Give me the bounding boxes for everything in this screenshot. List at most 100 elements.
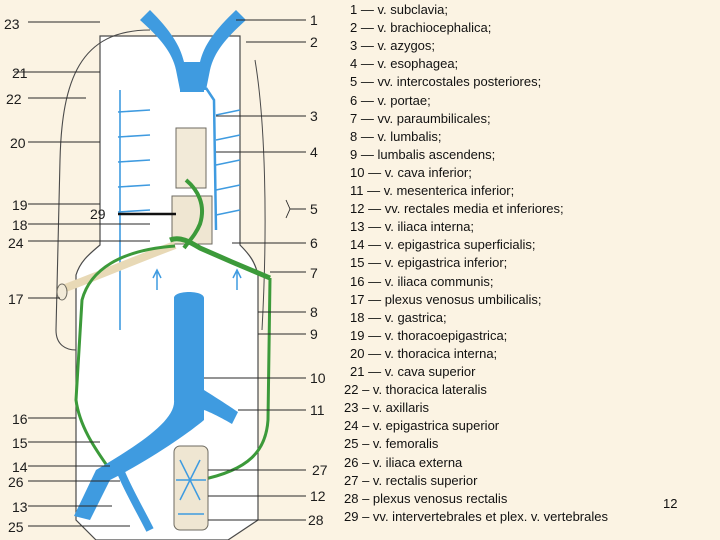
legend-item: 18 — v. gastrica; bbox=[350, 309, 447, 327]
legend-item: 26 – v. iliaca externa bbox=[344, 454, 462, 472]
legend-text: v. gastrica; bbox=[381, 309, 447, 325]
legend-number: 19 — bbox=[350, 327, 382, 343]
legend-text: v. epigastrica inferior; bbox=[381, 255, 508, 271]
label-21: 21 bbox=[12, 65, 28, 81]
legend-number: 5 — bbox=[350, 74, 374, 90]
legend-number: 26 – bbox=[344, 454, 370, 470]
flow-arrow-left bbox=[152, 268, 162, 290]
legend-text: v. azygos; bbox=[373, 38, 436, 54]
legend-text: lumbalis ascendens; bbox=[373, 146, 496, 162]
rectum bbox=[173, 445, 209, 531]
legend-item: 27 – v. rectalis superior bbox=[344, 472, 477, 490]
legend-number: 20 — bbox=[350, 345, 382, 361]
legend-item: 29 – vv. intervertebrales et plex. v. ve… bbox=[344, 508, 608, 526]
legend-text: v. thoracica lateralis bbox=[369, 382, 487, 398]
legend-text: v. epigastrica superior bbox=[369, 418, 500, 434]
legend-item: 3 — v. azygos; bbox=[350, 37, 435, 55]
label-22: 22 bbox=[6, 91, 22, 107]
legend-item: 14 — v. epigastrica superficialis; bbox=[350, 236, 535, 254]
label-14: 14 bbox=[12, 459, 28, 475]
legend: 1 — v. subclavia;2 — v. brachiocephalica… bbox=[340, 0, 720, 540]
legend-text: v. iliaca interna; bbox=[381, 219, 475, 235]
legend-text: vv. intercostales posteriores; bbox=[373, 74, 542, 90]
label-13: 13 bbox=[12, 499, 28, 515]
legend-text: v. thoracica interna; bbox=[381, 345, 498, 361]
label-24: 24 bbox=[8, 235, 24, 251]
legend-number: 17 — bbox=[350, 291, 382, 307]
label-6: 6 bbox=[310, 235, 318, 251]
legend-text: vv. rectales media et inferiores; bbox=[381, 201, 564, 217]
legend-text: vv. intervertebrales et plex. v. vertebr… bbox=[369, 508, 608, 524]
legend-item: 20 — v. thoracica interna; bbox=[350, 345, 497, 363]
legend-text: v. axillaris bbox=[369, 400, 430, 416]
legend-number: 16 — bbox=[350, 273, 382, 289]
legend-number: 23 – bbox=[344, 400, 370, 416]
legend-item: 4 — v. esophagea; bbox=[350, 55, 458, 73]
legend-text: v. thoracoepigastrica; bbox=[381, 327, 508, 343]
brachiocephalic-veins bbox=[140, 10, 246, 90]
legend-item: 15 — v. epigastrica inferior; bbox=[350, 254, 507, 272]
legend-item: 24 – v. epigastrica superior bbox=[344, 417, 499, 435]
legend-item: 6 — v. portae; bbox=[350, 92, 431, 110]
legend-text: plexus venosus umbilicalis; bbox=[381, 291, 542, 307]
label-18: 18 bbox=[12, 217, 28, 233]
legend-number: 18 — bbox=[350, 309, 382, 325]
label-19: 19 bbox=[12, 197, 28, 213]
esophagus bbox=[175, 127, 207, 189]
legend-number: 14 — bbox=[350, 237, 382, 253]
legend-text: v. lumbalis; bbox=[373, 128, 442, 144]
legend-number: 3 — bbox=[350, 38, 374, 54]
legend-number: 11 — bbox=[350, 183, 381, 198]
legend-text: v. iliaca communis; bbox=[381, 273, 494, 289]
azygos-vein bbox=[204, 87, 218, 231]
legend-item: 19 — v. thoracoepigastrica; bbox=[350, 327, 507, 345]
label-1: 1 bbox=[310, 12, 318, 28]
legend-text: v. femoralis bbox=[369, 436, 439, 452]
label-11: 11 bbox=[310, 402, 325, 418]
legend-text: v. epigastrica superficialis; bbox=[381, 237, 536, 253]
legend-text: v. mesenterica inferior; bbox=[380, 183, 515, 198]
legend-number: 1 — bbox=[350, 2, 374, 17]
inferior-vena-cava bbox=[74, 292, 238, 520]
legend-item: 12 — vv. rectales media et inferiores; bbox=[350, 200, 564, 218]
legend-text: v. cava inferior; bbox=[381, 164, 472, 180]
legend-text: vv. paraumbilicales; bbox=[373, 110, 491, 126]
label-17: 17 bbox=[8, 291, 24, 307]
leader-lines bbox=[14, 19, 306, 527]
label-27: 27 bbox=[312, 462, 328, 478]
legend-text: v. esophagea; bbox=[373, 56, 459, 72]
legend-item: 9 — lumbalis ascendens; bbox=[350, 146, 495, 164]
label-15: 15 bbox=[12, 435, 28, 451]
legend-item: 17 — plexus venosus umbilicalis; bbox=[350, 291, 541, 309]
label-20: 20 bbox=[10, 135, 26, 151]
legend-number: 22 – bbox=[344, 382, 370, 398]
label-16: 16 bbox=[12, 411, 28, 427]
right-trunk-outline bbox=[254, 59, 266, 331]
intercostal-veins bbox=[117, 90, 241, 330]
rectal-plexus bbox=[176, 459, 206, 515]
legend-item: 13 — v. iliaca interna; bbox=[350, 218, 474, 236]
legend-number: 12 — bbox=[350, 201, 382, 217]
legend-number: 13 — bbox=[350, 219, 382, 235]
label-26: 26 bbox=[8, 474, 24, 490]
legend-item: 22 – v. thoracica lateralis bbox=[344, 381, 487, 399]
legend-number: 25 – bbox=[344, 436, 370, 452]
umbilical-cord bbox=[58, 241, 177, 294]
legend-item: 28 – plexus venosus rectalis bbox=[344, 490, 507, 508]
legend-number: 15 — bbox=[350, 255, 382, 271]
legend-text: plexus venosus rectalis bbox=[369, 490, 508, 506]
slide-number: 12 bbox=[663, 496, 678, 511]
label-2: 2 bbox=[310, 34, 318, 50]
legend-item: 1 — v. subclavia; bbox=[350, 1, 448, 19]
label-29: 29 bbox=[90, 206, 106, 222]
legend-number: 2 — bbox=[350, 20, 374, 36]
gastric-vein bbox=[182, 178, 205, 250]
label-25: 25 bbox=[8, 519, 24, 535]
legend-item: 2 — v. brachiocephalica; bbox=[350, 19, 491, 37]
legend-text: v. portae; bbox=[373, 92, 431, 108]
legend-number: 24 – bbox=[344, 418, 370, 434]
legend-item: 7 — vv. paraumbilicales; bbox=[350, 110, 491, 128]
legend-number: 6 — bbox=[350, 92, 374, 108]
